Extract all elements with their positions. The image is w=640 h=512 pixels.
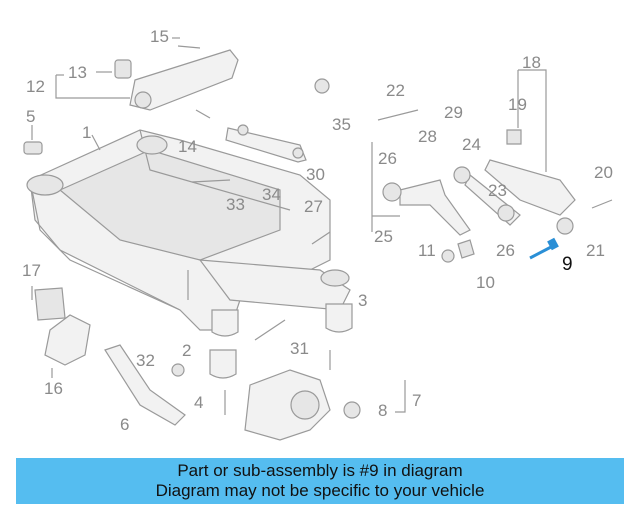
knuckle: [244, 369, 361, 441]
label-27: 27: [304, 197, 323, 216]
label-19: 19: [508, 95, 527, 114]
callout-numbers: 15 13 12 5 1 35 22 29 18 19 28 24 26 20 …: [22, 27, 613, 434]
label-11: 11: [418, 241, 436, 260]
label-30: 30: [306, 165, 325, 184]
label-5: 5: [26, 107, 35, 126]
label-21: 21: [586, 241, 605, 260]
label-29: 29: [444, 103, 463, 122]
label-32: 32: [136, 351, 155, 370]
label-23: 23: [488, 181, 507, 200]
label-28: 28: [418, 127, 437, 146]
leader-lines: [31, 37, 547, 413]
bracket-and-strap: [34, 287, 186, 426]
upper-control-arm: [129, 49, 239, 111]
label-24: 24: [462, 135, 481, 154]
bushings: [23, 59, 353, 379]
label-15: 15: [150, 27, 169, 46]
label-1: 1: [82, 123, 91, 142]
label-10: 10: [476, 273, 495, 292]
label-26a: 26: [378, 149, 397, 168]
part-9-bolt[interactable]: [529, 237, 559, 260]
label-16: 16: [44, 379, 63, 398]
bolts: [177, 45, 613, 415]
label-7: 7: [412, 391, 421, 410]
label-31: 31: [290, 339, 309, 358]
label-2: 2: [182, 341, 191, 360]
banner-line-1: Part or sub-assembly is #9 in diagram: [177, 461, 463, 480]
trailing-arm-assembly: [314, 78, 576, 263]
label-13: 13: [68, 63, 87, 82]
label-6: 6: [120, 415, 129, 434]
label-18: 18: [522, 53, 541, 72]
label-9: 9: [562, 254, 573, 275]
rear-subframe: [26, 129, 351, 331]
label-35: 35: [332, 115, 351, 134]
label-20: 20: [594, 163, 613, 182]
label-22: 22: [386, 81, 405, 100]
banner-line-2: Diagram may not be specific to your vehi…: [155, 481, 485, 500]
link-arm: [225, 124, 307, 163]
label-25: 25: [374, 227, 393, 246]
label-34: 34: [262, 185, 281, 204]
label-3: 3: [358, 291, 367, 310]
label-12: 12: [26, 77, 45, 96]
label-8: 8: [378, 401, 387, 420]
info-banner: Part or sub-assembly is #9 in diagram Di…: [16, 458, 624, 504]
label-17: 17: [22, 261, 41, 280]
label-4: 4: [194, 393, 203, 412]
label-14: 14: [178, 137, 197, 156]
label-26b: 26: [496, 241, 515, 260]
label-33: 33: [226, 195, 245, 214]
